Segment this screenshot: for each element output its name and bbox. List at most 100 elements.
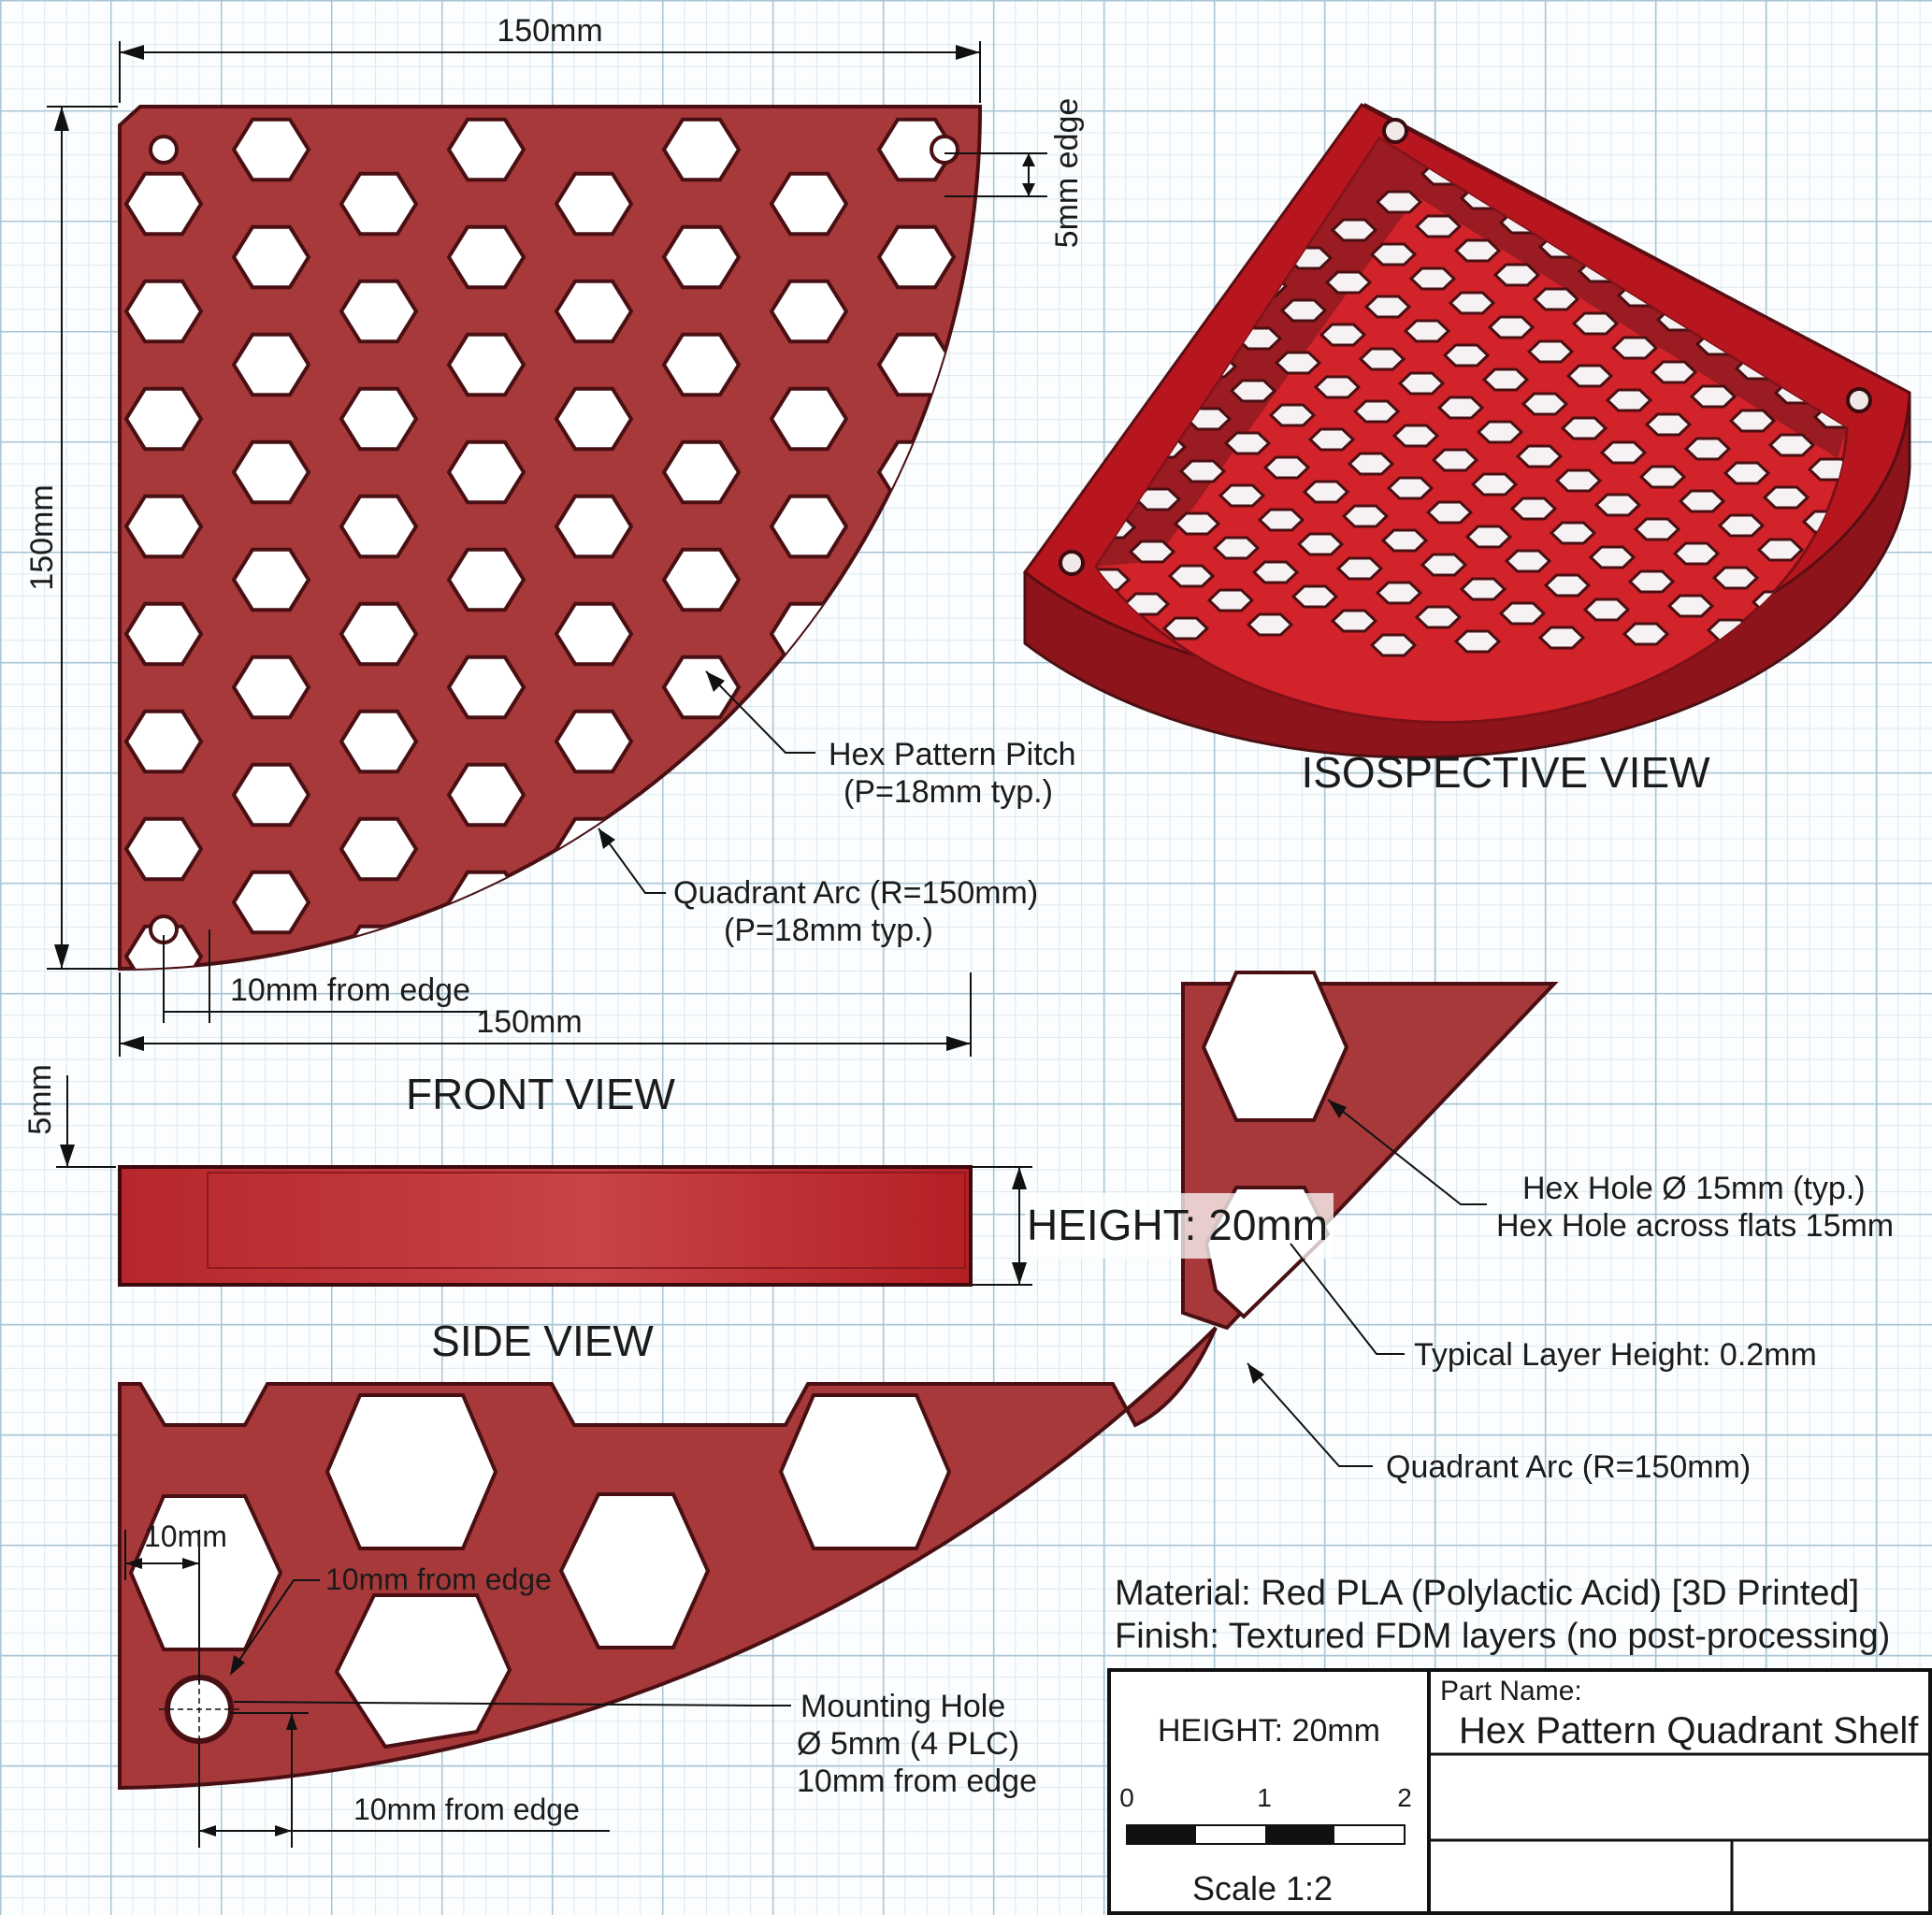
detail-offset-2: 10mm from edge [353, 1793, 580, 1826]
part-name-label: Part Name: [1440, 1676, 1582, 1706]
hex-hole [231, 439, 311, 505]
iso-hex-hole [1829, 248, 1847, 272]
hex-hole [554, 709, 634, 774]
scale-bar-1: 1 [1257, 1783, 1272, 1812]
iso-hex-hole [1229, 379, 1277, 403]
iso-hex-hole [1711, 566, 1760, 590]
iso-hex-hole [1330, 609, 1378, 633]
iso-hex-hole [1420, 553, 1468, 577]
scale-bar [1126, 1824, 1406, 1845]
iso-hex-hole [1319, 323, 1367, 347]
iso-hex-hole [1096, 386, 1109, 410]
hex-hole [769, 816, 849, 882]
detail-hex-hole [324, 1393, 498, 1550]
hex-hole [769, 279, 849, 344]
iso-hex-hole [1633, 138, 1681, 151]
side-view-bar [118, 1165, 973, 1287]
detail-arc: Quadrant Arc (R=150mm) [1386, 1449, 1751, 1485]
hex-hole [876, 117, 957, 182]
iso-hex-hole [1835, 195, 1847, 220]
iso-hex-hole [1622, 622, 1670, 646]
hex-hole [339, 494, 419, 559]
iso-hex-hole [1408, 266, 1457, 291]
iso-hex-hole [1397, 371, 1446, 396]
hex-hole [123, 171, 204, 237]
dim-arrow [60, 1145, 75, 1167]
hex-hole [769, 171, 849, 237]
iso-hex-hole [1599, 440, 1648, 465]
iso-hex-hole [1717, 513, 1766, 538]
iso-hex-hole [1672, 541, 1721, 566]
leader-layer [1290, 1243, 1405, 1355]
hex-hole [876, 547, 957, 612]
front-dim-edge: 5mm edge [1049, 98, 1085, 249]
iso-hex-hole [1363, 295, 1412, 319]
hex-hole [123, 494, 204, 559]
iso-hex-hole [1745, 252, 1794, 276]
iso-hex-hole [1801, 138, 1847, 143]
scale-bar-2: 2 [1397, 1783, 1412, 1812]
front-dim-left: 150mm [24, 484, 60, 590]
hex-hole [231, 117, 311, 182]
iso-hex-hole [1666, 594, 1715, 618]
detail-hex-hole [558, 1492, 711, 1649]
iso-hex-hole [1302, 480, 1350, 504]
detail-mount-1: Mounting Hole [800, 1689, 1005, 1724]
hex-hole [769, 494, 849, 559]
detail-offset-1: 10mm from edge [325, 1562, 552, 1596]
detail-layer-height: Typical Layer Height: 0.2mm [1414, 1337, 1817, 1373]
callout-pitch-1: Hex Pattern Pitch [829, 737, 1076, 772]
hex-hole [876, 224, 957, 290]
hex-hole [339, 709, 419, 774]
front-view-plate [118, 105, 983, 972]
iso-hex-hole [1571, 311, 1620, 336]
hex-hole [339, 279, 419, 344]
iso-hex-hole [1593, 493, 1642, 517]
hex-hole [231, 762, 311, 828]
iso-hex-hole [1762, 485, 1810, 510]
hex-hole [446, 439, 526, 505]
scale-bar-0: 0 [1119, 1783, 1134, 1812]
detail-hex-hole-2: Hex Hole across flats 15mm [1496, 1208, 1894, 1244]
iso-hex-hole [1795, 171, 1844, 195]
hex-hole [339, 601, 419, 667]
iso-hex-hole [1414, 214, 1463, 238]
iso-hex-hole [1279, 298, 1328, 323]
hex-hole [123, 279, 204, 344]
iso-hex-hole [1756, 538, 1805, 562]
iso-hex-hole [1223, 431, 1272, 455]
iso-hex-hole [1627, 569, 1676, 594]
iso-hex-hole [1178, 459, 1227, 483]
callout-arc-2: (P=18mm typ.) [724, 913, 933, 948]
iso-hex-hole [1504, 549, 1552, 573]
leader-arrow [1247, 1363, 1264, 1384]
iso-hex-hole [1672, 151, 1721, 175]
hex-hole [554, 601, 634, 667]
iso-hex-hole [1498, 601, 1547, 626]
iso-hex-hole [1504, 158, 1552, 182]
hex-hole [661, 439, 742, 505]
leader-arrow [598, 828, 615, 849]
iso-hex-hole [1459, 577, 1507, 601]
iso-hex-hole [1414, 605, 1463, 629]
title-block-height: HEIGHT: 20mm [1158, 1713, 1380, 1749]
leader-arrow [706, 671, 725, 692]
hex-hole [769, 386, 849, 452]
part-name: Hex Pattern Quadrant Shelf [1459, 1710, 1919, 1751]
dim-arrows [125, 1558, 199, 1569]
iso-hex-hole [1650, 360, 1698, 384]
iso-hex-hole [1431, 448, 1479, 472]
iso-hex-hole [1610, 336, 1659, 360]
iso-hex-hole [1369, 242, 1418, 266]
detail-lower-hexes [128, 1393, 952, 1749]
iso-hex-hole [1352, 399, 1401, 424]
iso-hex-hole [1290, 584, 1339, 609]
iso-hex-hole [1526, 339, 1575, 364]
title-block-frame [1107, 1668, 1932, 1915]
iso-hex-hole [1375, 190, 1423, 214]
hex-hole [661, 547, 742, 612]
detail-hex-hole [778, 1393, 952, 1550]
iso-hex-hole [1644, 412, 1693, 437]
callout-pitch-2: (P=18mm typ.) [843, 774, 1053, 810]
iso-hex-hole [1464, 138, 1513, 158]
